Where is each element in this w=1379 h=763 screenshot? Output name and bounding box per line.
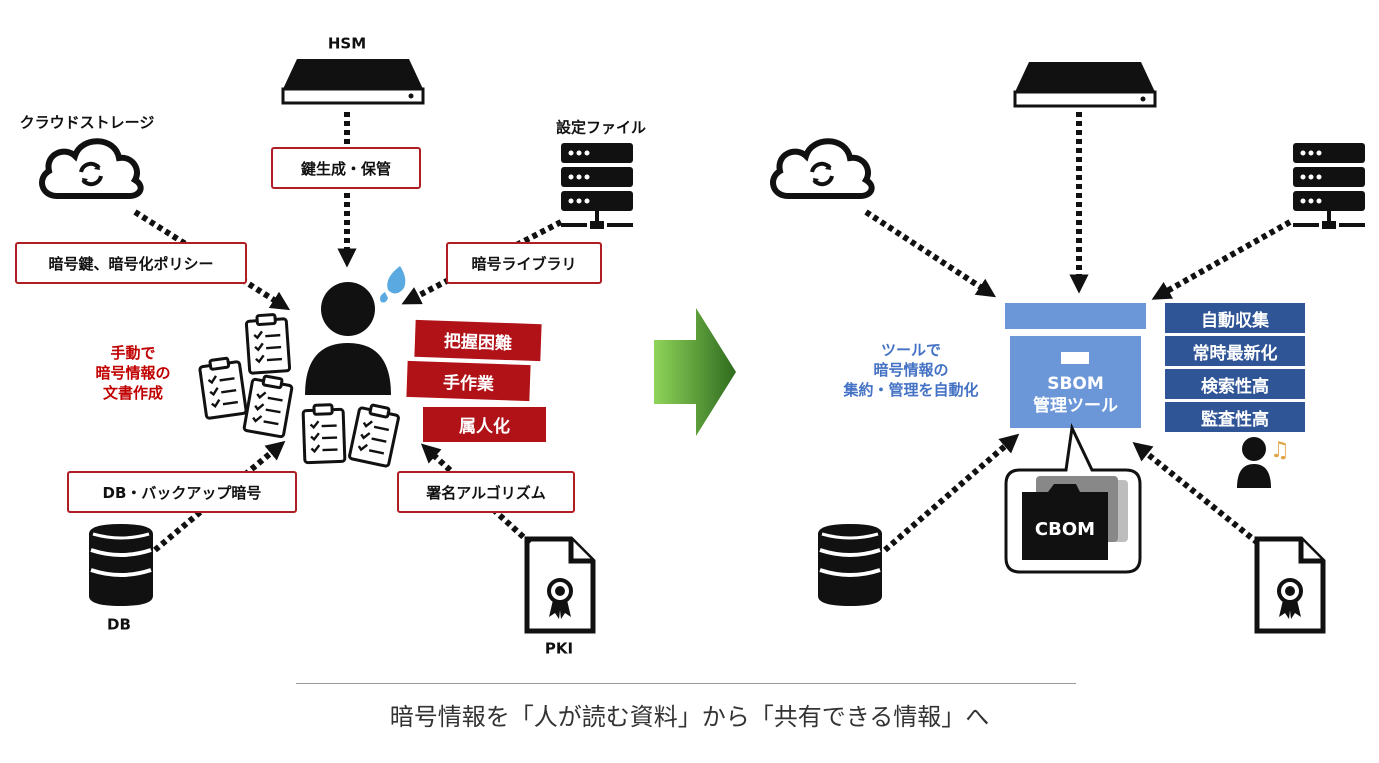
clipboard-icon bbox=[347, 401, 402, 469]
clipboard-icon bbox=[301, 402, 347, 465]
certificate-icon bbox=[527, 539, 593, 631]
hsm-server-icon bbox=[1013, 60, 1157, 108]
database-icon bbox=[816, 522, 884, 608]
sbom-tool-label: SBOM 管理ツール bbox=[1033, 374, 1118, 416]
cloud-sync-icon bbox=[773, 141, 872, 196]
problem-tag: 把握困難 bbox=[414, 319, 542, 362]
signature-label-box: 署名アルゴリズム bbox=[397, 471, 575, 513]
database-icon bbox=[87, 522, 155, 608]
sbom-tool-box bbox=[1010, 336, 1141, 428]
problem-tag: 属人化 bbox=[423, 407, 546, 442]
person-icon bbox=[1237, 437, 1271, 488]
keys-policy-label-box: 暗号鍵、暗号化ポリシー bbox=[15, 242, 247, 284]
library-label-box: 暗号ライブラリ bbox=[446, 242, 602, 284]
keygen-label-box: 鍵生成・保管 bbox=[271, 147, 421, 189]
benefit-tag: 監査性高 bbox=[1165, 402, 1305, 432]
server-rack-icon bbox=[561, 143, 633, 229]
caption: 暗号情報を「人が読む資料」から「共有できる情報」へ bbox=[389, 703, 990, 731]
benefit-tag: 自動収集 bbox=[1165, 303, 1305, 333]
flow-arrows-right bbox=[864, 112, 1292, 553]
folder-icon bbox=[1022, 476, 1128, 560]
manual-note: 手動で 暗号情報の 文書作成 bbox=[95, 344, 171, 402]
server-rack-icon bbox=[1293, 143, 1365, 229]
person-icon bbox=[305, 282, 391, 395]
problem-tag: 手作業 bbox=[406, 360, 531, 402]
db-label: DB bbox=[107, 615, 131, 634]
cloud-storage-label: クラウドストレージ bbox=[19, 113, 155, 132]
sweat-drop-icon bbox=[387, 266, 406, 294]
automation-note: ツールで 暗号情報の 集約・管理を自動化 bbox=[843, 341, 979, 399]
benefit-tag: 常時最新化 bbox=[1165, 336, 1305, 366]
music-note-icon: ♫ bbox=[1270, 438, 1290, 463]
hsm-label: HSM bbox=[327, 34, 367, 53]
caption-divider bbox=[296, 683, 1076, 684]
clipboard-icon bbox=[244, 312, 292, 375]
pki-label: PKI bbox=[544, 639, 574, 658]
cloud-sync-icon bbox=[42, 141, 141, 196]
clipboard-icon bbox=[242, 372, 295, 439]
certificate-icon bbox=[1257, 539, 1323, 631]
transition-arrow bbox=[654, 308, 736, 436]
db-backup-label-box: DB・バックアップ暗号 bbox=[67, 471, 297, 513]
cbom-label: CBOM bbox=[1034, 519, 1096, 540]
config-file-label: 設定ファイル bbox=[555, 118, 647, 137]
sbom-lid bbox=[1005, 303, 1146, 329]
benefit-tag: 検索性高 bbox=[1165, 369, 1305, 399]
hsm-server-icon bbox=[281, 57, 425, 105]
clipboard-icon bbox=[197, 355, 248, 421]
sbom-handle bbox=[1061, 352, 1089, 364]
